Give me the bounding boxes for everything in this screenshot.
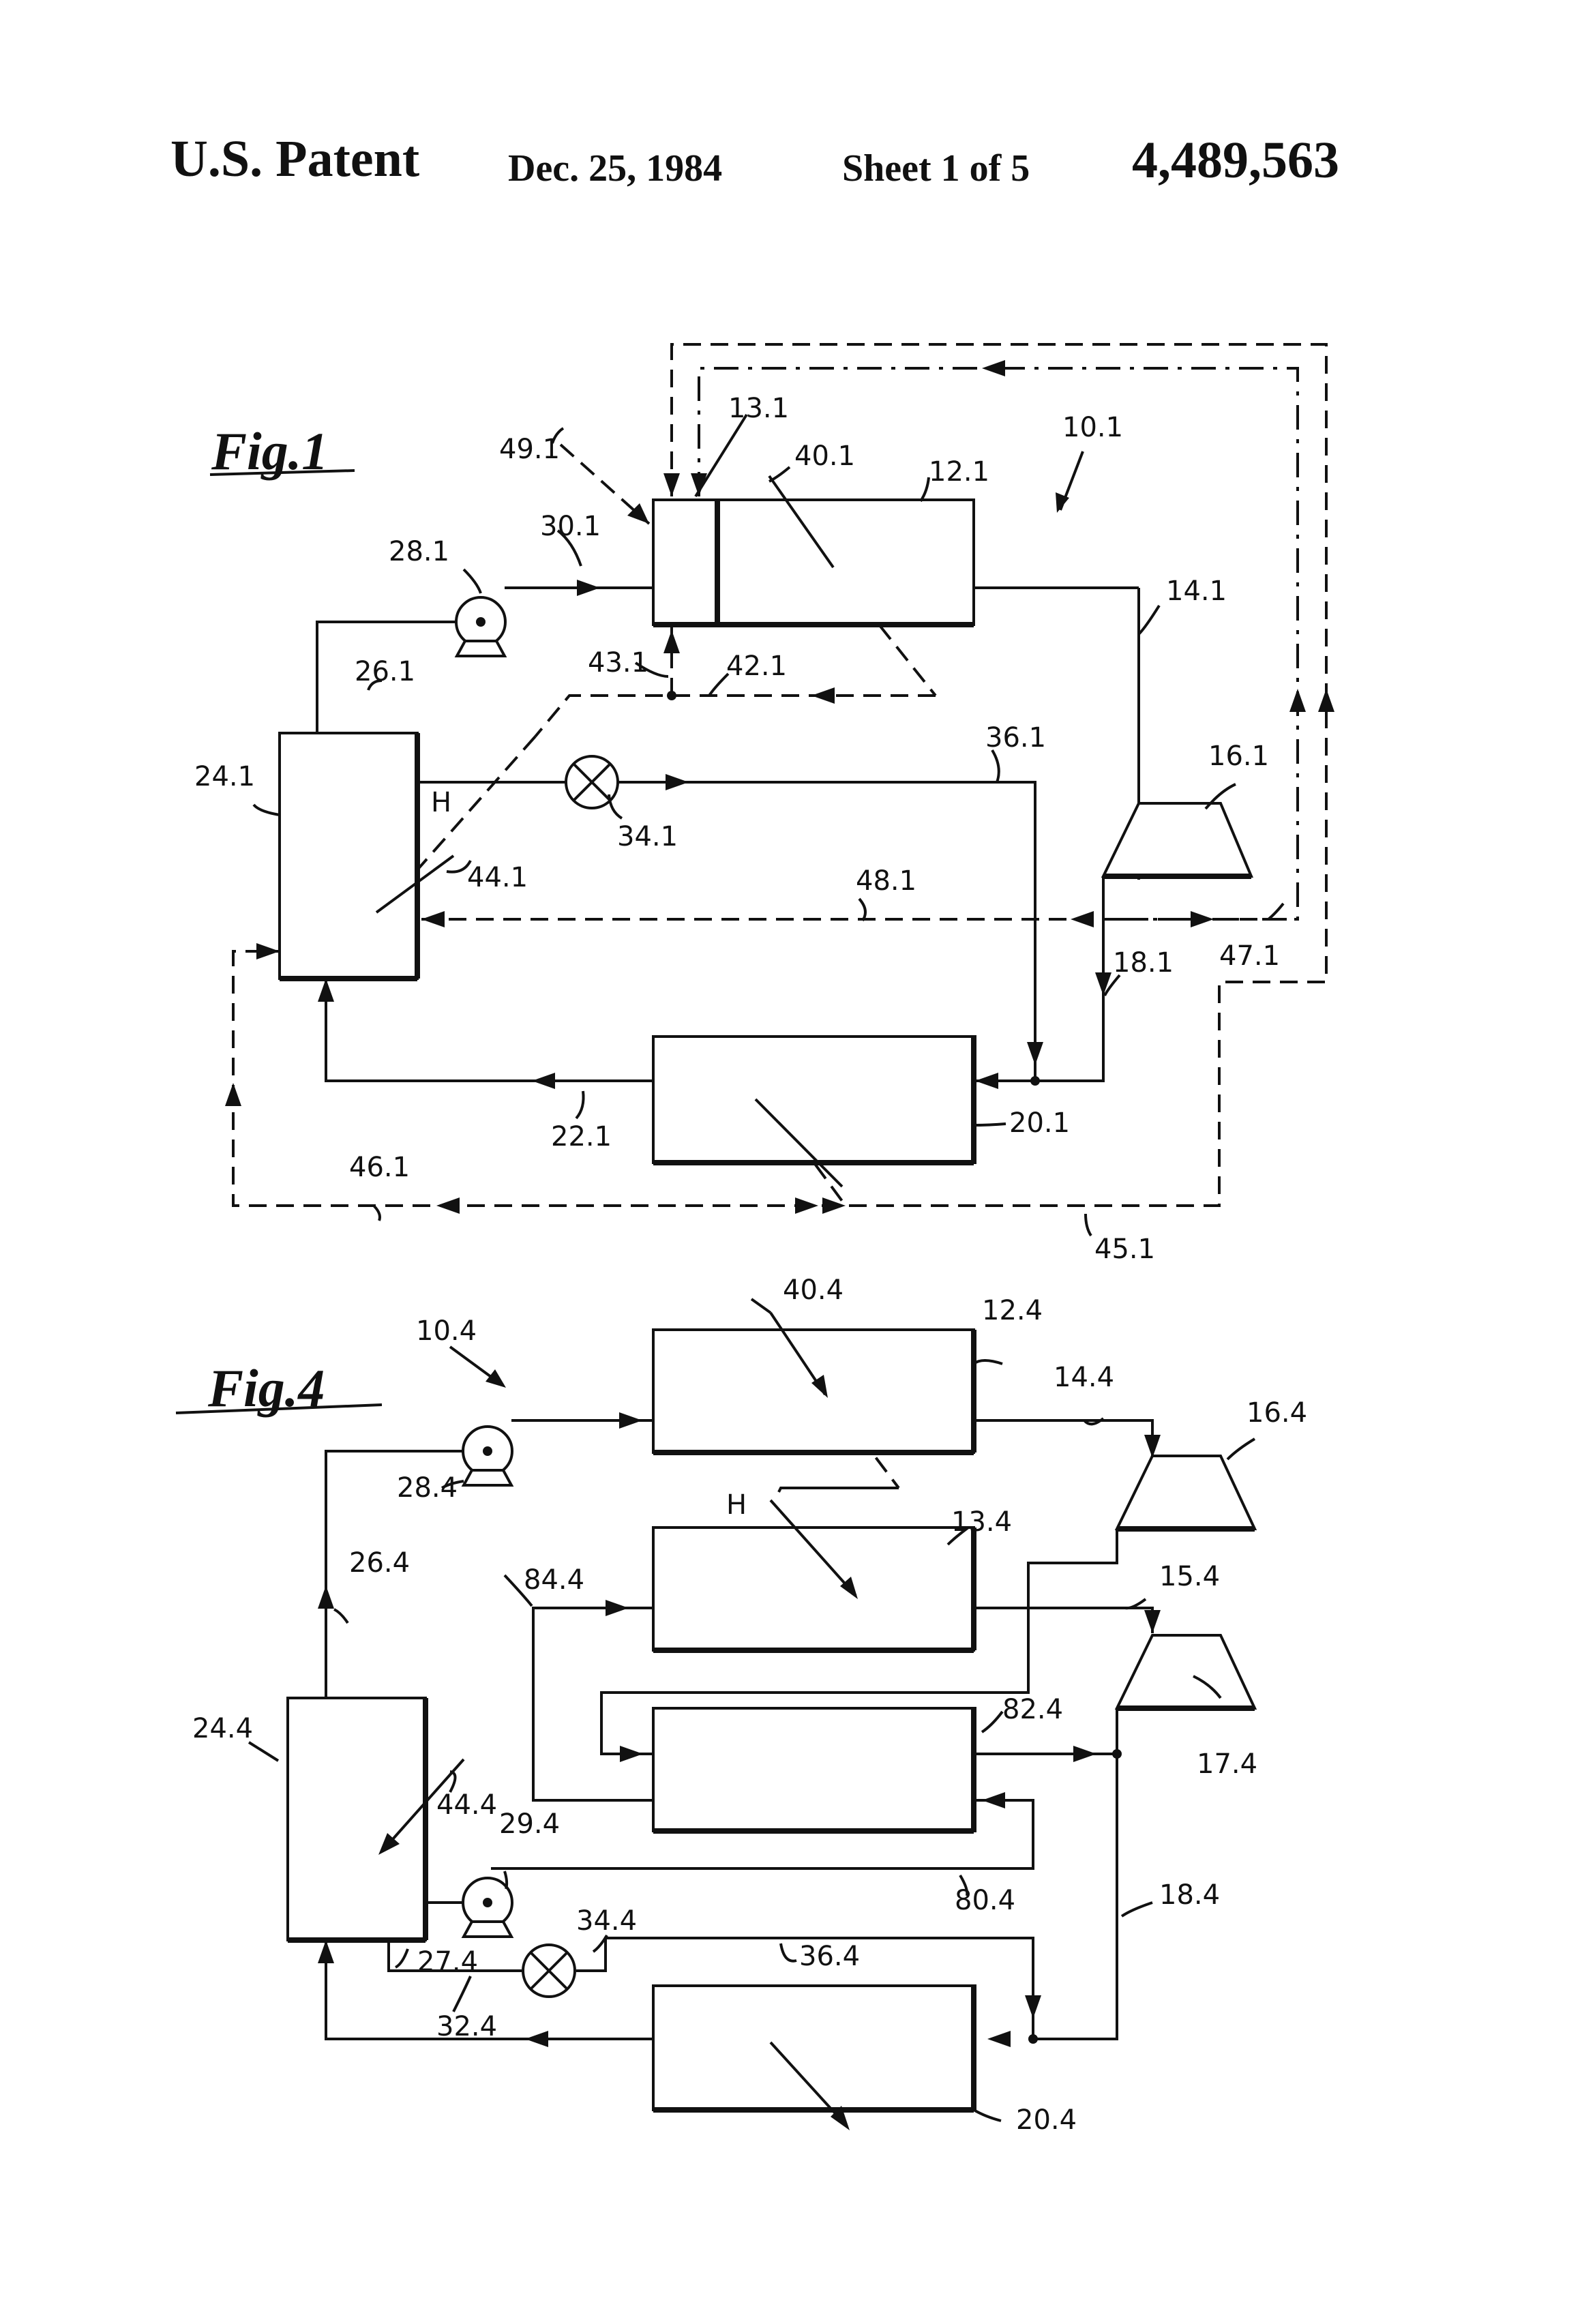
fig4-label-32-4: 32.4: [436, 2011, 497, 2042]
fig4-heat-exchanger: [653, 1708, 975, 1831]
fig1-label-16-1: 16.1: [1208, 741, 1269, 772]
fig4-label-28-4: 28.4: [397, 1472, 458, 1504]
fig4-label-27-4: 27.4: [417, 1946, 478, 1978]
fig1-label-20-1: 20.1: [1009, 1107, 1070, 1139]
fig1-label-42-1: 42.1: [726, 651, 787, 682]
fig1-label-34-1: 34.1: [617, 821, 678, 852]
fig1-label-46-1: 46.1: [349, 1152, 410, 1183]
fig4-label-26-4: 26.4: [349, 1547, 410, 1579]
fig1-label-47-1: 47.1: [1219, 940, 1280, 972]
fig4-label-h: H: [726, 1489, 747, 1521]
fig4-label-82-4: 82.4: [1002, 1694, 1063, 1725]
fig4-label-12-4: 12.4: [982, 1295, 1043, 1326]
fig4-label-24-4: 24.4: [192, 1713, 253, 1744]
fig1-label-24-1: 24.1: [194, 761, 255, 792]
fig1-label-48-1: 48.1: [856, 865, 916, 897]
fig4-label-13-4: 13.4: [951, 1506, 1012, 1538]
fig4-pump-29-4: [463, 1878, 512, 1937]
fig1-label-14-1: 14.1: [1166, 576, 1227, 607]
fig1-label-36-1: 36.1: [985, 722, 1046, 754]
fig4-tank: [288, 1698, 426, 1940]
fig1-label-13-1: 13.1: [728, 393, 789, 424]
fig1-condenser: [653, 1037, 975, 1163]
fig1-label-44-1: 44.1: [467, 862, 528, 893]
fig4-turbine-17-4: [1117, 1635, 1255, 1708]
fig1-label-30-1: 30.1: [540, 511, 601, 542]
fig1-tank: [280, 733, 417, 979]
fig4-label-18-4: 18.4: [1159, 1879, 1220, 1911]
fig4-label-16-4: 16.4: [1247, 1397, 1307, 1429]
fig4-valve: [523, 1945, 575, 1997]
fig4-label-80-4: 80.4: [955, 1885, 1015, 1916]
fig1-label-18-1: 18.1: [1113, 947, 1174, 979]
fig4-label-20-4: 20.4: [1016, 2104, 1077, 2136]
fig4-label-34-4: 34.4: [576, 1905, 637, 1937]
fig4-label-84-4: 84.4: [524, 1564, 584, 1596]
fig4-label-15-4: 15.4: [1159, 1561, 1220, 1592]
fig4-turbine-16-4: [1117, 1456, 1255, 1529]
fig4-collector-13-4: [653, 1528, 974, 1650]
fig1-label-45-1: 45.1: [1094, 1234, 1155, 1265]
fig1-label-22-1: 22.1: [551, 1121, 612, 1152]
fig1-label-12-1: 12.1: [929, 456, 989, 488]
fig4-label-10-4: 10.4: [416, 1315, 477, 1347]
fig1-turbine: [1103, 803, 1251, 876]
fig1-label-h: H: [431, 787, 451, 818]
fig1-label-40-1: 40.1: [794, 441, 855, 472]
figure-1: Fig.1: [194, 344, 1334, 1265]
fig1-label-28-1: 28.1: [389, 536, 449, 567]
fig4-collector-12-4: [653, 1330, 974, 1452]
fig1-label-10-1: 10.1: [1062, 412, 1123, 443]
fig4-label-44-4: 44.4: [436, 1789, 497, 1821]
fig1-pump: [456, 597, 505, 656]
fig4-label-36-4: 36.4: [799, 1941, 860, 1972]
fig4-label-29-4: 29.4: [499, 1808, 560, 1840]
fig1-label-43-1: 43.1: [588, 647, 648, 679]
fig1-label-49-1: 49.1: [499, 434, 560, 465]
fig1-label-26-1: 26.1: [355, 656, 415, 687]
fig4-label-14-4: 14.4: [1054, 1362, 1114, 1393]
fig4-label-17-4: 17.4: [1197, 1748, 1257, 1780]
fig1-collector: [653, 500, 974, 625]
fig4-pump-28-4: [463, 1427, 512, 1485]
fig4-label-40-4: 40.4: [783, 1275, 844, 1306]
figure-4: Fig.4: [176, 1275, 1307, 2136]
